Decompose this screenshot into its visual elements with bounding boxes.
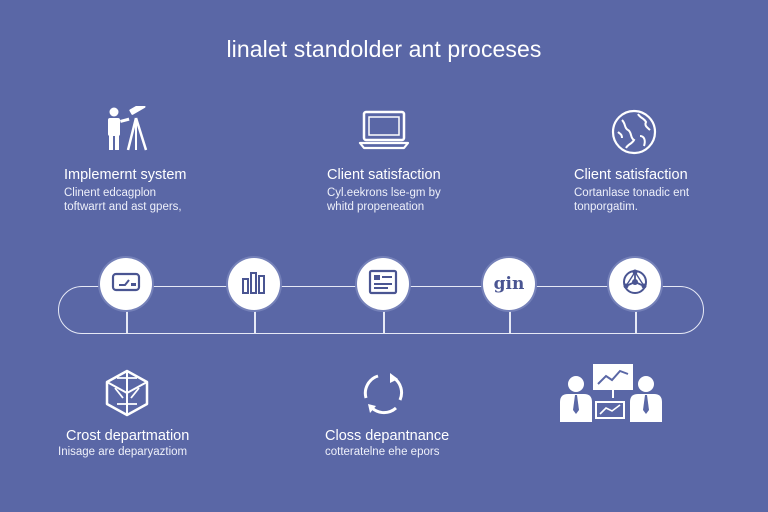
- timeline-connector: [254, 310, 256, 334]
- card-icon: [111, 271, 141, 298]
- block-desc-line: Clinent edcagplon: [64, 187, 157, 199]
- block-title-client-satisfaction: Client satisfaction: [327, 167, 441, 183]
- block-title-implement-system: Implemernt system: [64, 167, 187, 183]
- timeline-node-text-badge[interactable]: gin: [483, 258, 535, 310]
- document-icon: [368, 269, 398, 300]
- cube-network-icon: [103, 368, 151, 423]
- timeline-connector: [383, 310, 385, 334]
- block-title-closs-depantnance: Closs depantnance: [325, 428, 450, 444]
- timeline-node-network-globe[interactable]: [609, 258, 661, 310]
- block-title-crost-departmation: Crost departmation: [66, 428, 190, 444]
- timeline-node-bar-chart[interactable]: [228, 258, 280, 310]
- block-title-client-satisfaction: Client satisfaction: [574, 167, 688, 183]
- timeline-connector: [509, 310, 511, 334]
- cycle-arrows-icon: [360, 370, 408, 421]
- team-presentation-icon: [558, 362, 664, 429]
- block-desc-line: Cyl.eekrons lse-gm by: [327, 187, 441, 199]
- laptop-icon: [358, 110, 410, 157]
- person-telescope-icon: [104, 102, 152, 157]
- block-desc-line: toftwarrt and ast gpers,: [64, 201, 182, 213]
- network-globe-icon: [620, 267, 650, 302]
- block-desc-line: whitd propeneation: [327, 201, 425, 213]
- block-desc-line: cotteratelne ehe epors: [325, 446, 440, 458]
- block-desc-line: tonporgatim.: [574, 201, 638, 213]
- text-badge-icon: gin: [493, 274, 525, 294]
- globe-icon: [610, 108, 658, 161]
- timeline-node-card[interactable]: [100, 258, 152, 310]
- bar-chart-icon: [240, 269, 268, 300]
- timeline-connector: [635, 310, 637, 334]
- block-desc-line: Inisage are deparyaztiom: [58, 446, 188, 458]
- timeline-node-document[interactable]: [357, 258, 409, 310]
- timeline-connector: [126, 310, 128, 334]
- block-desc-line: Cortanlase tonadic ent: [574, 187, 690, 199]
- page-title: linalet standolder ant proceses: [226, 36, 542, 62]
